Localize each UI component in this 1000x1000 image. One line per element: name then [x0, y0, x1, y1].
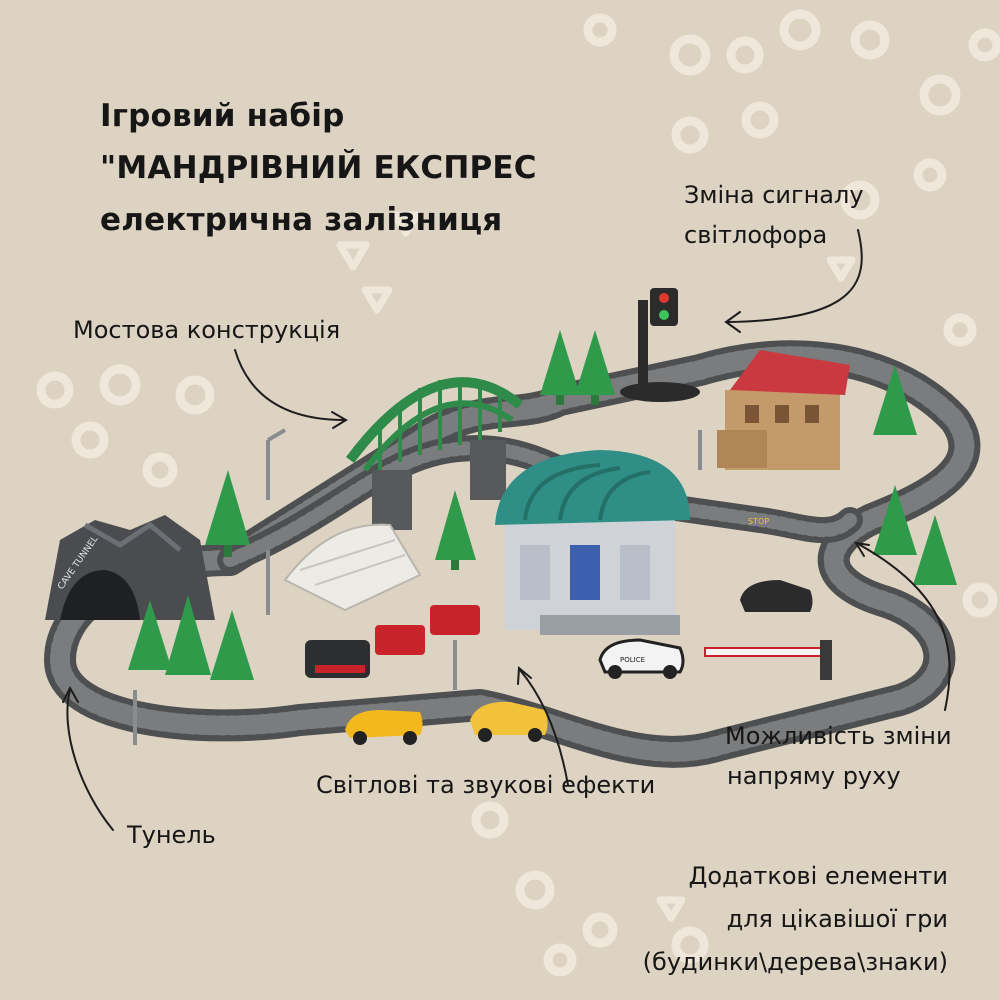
toy-cars	[345, 580, 813, 745]
callout-extras-line1: Додаткові елементи	[688, 862, 948, 890]
bridge	[346, 377, 524, 530]
tunnel	[45, 515, 215, 620]
callout-effects: Світлові та звукові ефекти	[316, 771, 656, 799]
train	[305, 605, 480, 678]
trees	[128, 330, 957, 680]
lamp-posts	[133, 428, 702, 745]
callout-traffic-light: Зміна сигналу світлофора	[684, 175, 864, 255]
title-line-1: Ігровий набір	[100, 98, 345, 134]
train-station	[495, 450, 690, 635]
callout-direction-line2: напряму руху	[727, 762, 901, 790]
callout-arrows	[62, 229, 951, 831]
background-pattern	[36, 9, 1000, 977]
callout-extras-line2: для цікавішої гри	[726, 905, 948, 933]
callout-traffic-light-line1: Зміна сигналу	[684, 181, 864, 209]
callout-tunnel: Тунель	[127, 821, 216, 849]
title-line-2: "МАНДРІВНИЙ ЕКСПРЕС	[100, 150, 537, 186]
hangar-building	[283, 523, 422, 612]
railway-barrier	[704, 640, 832, 680]
callout-bridge: Мостова конструкція	[73, 316, 341, 344]
callout-direction: Можливість зміни напряму руху	[725, 716, 952, 796]
title-line-3: електрична залізниця	[100, 202, 503, 238]
callout-extras-line3: (будинки\дерева\знаки)	[642, 948, 948, 976]
traffic-light-main	[620, 288, 700, 402]
house	[717, 350, 850, 470]
callout-extras: Додаткові елементи для цікавішої гри (бу…	[643, 855, 948, 984]
callout-traffic-light-line2: світлофора	[684, 221, 828, 249]
callout-direction-line1: Можливість зміни	[725, 722, 952, 750]
